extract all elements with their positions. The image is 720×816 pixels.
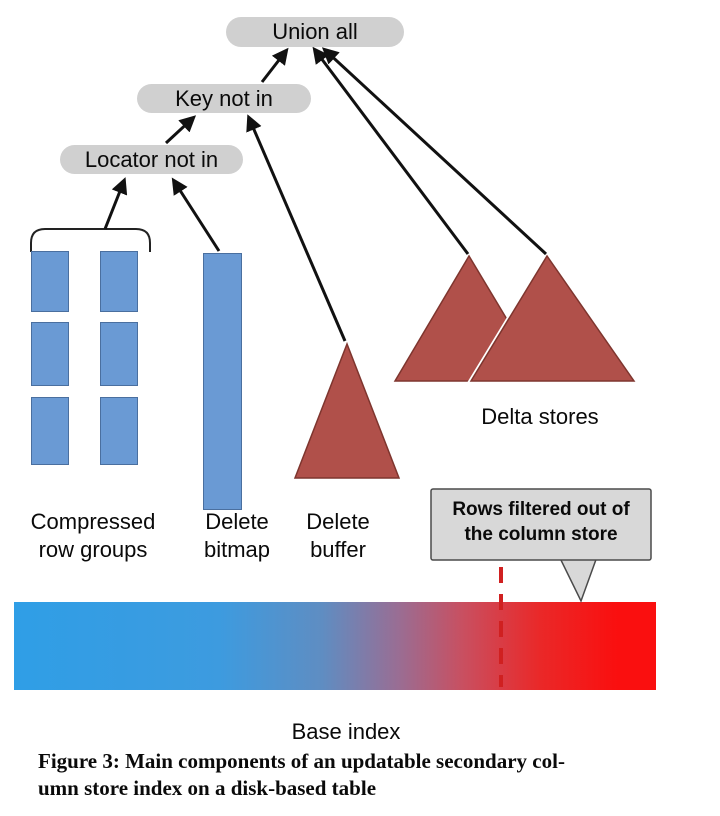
callout-text-line2: the column store (464, 524, 618, 545)
row-group-rect (100, 397, 138, 465)
node-locator-not-in: Locator not in (60, 145, 243, 174)
delete-buffer-label-line2: buffer (310, 537, 366, 562)
callout-tail (556, 553, 600, 603)
delete-buffer-label: Delete buffer (295, 508, 381, 564)
arrows (103, 46, 548, 342)
row-group-rect (31, 397, 69, 465)
arrow-locator-to-key (164, 115, 197, 145)
delta-store-triangle-right (469, 254, 636, 382)
arrow-delta-left-to-union (312, 46, 470, 255)
figure-caption-line1: Figure 3: Main components of an updatabl… (38, 749, 565, 773)
arrow-bitmap-to-locator (171, 177, 221, 252)
delete-bitmap-label-line1: Delete (205, 509, 269, 534)
row-group-rect (31, 251, 69, 312)
callout-box (430, 488, 652, 561)
delete-bitmap-label: Delete bitmap (194, 508, 280, 564)
callout-text: Rows filtered out of the column store (431, 497, 651, 547)
arrow-delta-right-to-union (321, 47, 548, 256)
node-union-all: Union all (226, 17, 404, 47)
node-key-not-in-label: Key not in (175, 85, 273, 111)
node-union-all-label: Union all (272, 19, 358, 44)
delete-buffer-triangle (293, 341, 401, 479)
figure-caption: Figure 3: Main components of an updatabl… (38, 748, 668, 802)
delete-bitmap-rect (203, 253, 242, 510)
row-group-rect (31, 322, 69, 386)
compressed-row-groups-label-line1: Compressed (30, 509, 156, 534)
figure-caption-line2: umn store index on a disk-based table (38, 776, 377, 800)
row-group-rect (100, 251, 138, 312)
arrow-rowgroups-to-locator (103, 177, 128, 230)
node-key-not-in: Key not in (137, 84, 311, 113)
base-index-bar (14, 602, 656, 690)
row-groups-bracket (30, 228, 151, 252)
callout-text-line1: Rows filtered out of (452, 499, 630, 520)
compressed-row-groups-label-line2: row groups (38, 537, 148, 562)
row-group-rect (100, 322, 138, 386)
base-index-label: Base index (291, 719, 401, 744)
compressed-row-groups-label: Compressed row groups (14, 508, 172, 564)
delta-stores-label: Delta stores (481, 404, 599, 429)
delete-bitmap-label-line2: bitmap (203, 537, 271, 562)
node-locator-not-in-label: Locator not in (84, 146, 219, 172)
arrow-key-to-union (260, 47, 289, 83)
delete-buffer-label-line1: Delete (306, 509, 370, 534)
arrow-buffer-to-key (246, 114, 347, 342)
